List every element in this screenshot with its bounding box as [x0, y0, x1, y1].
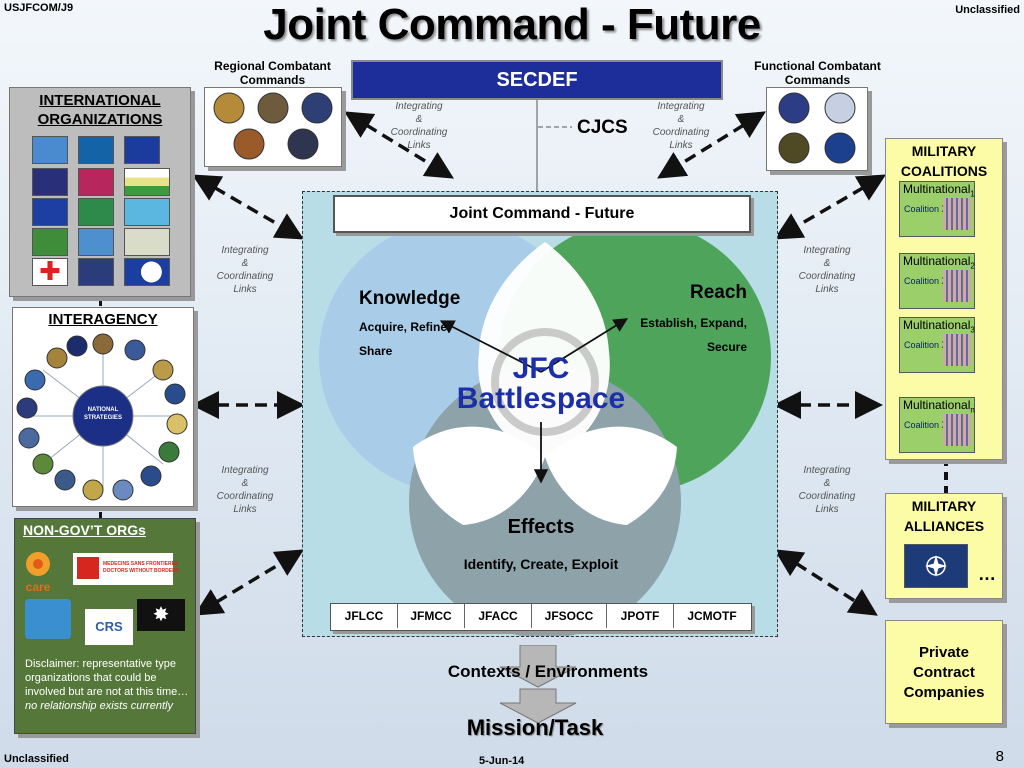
- integrating-label: Integrating & Coordinating Links: [652, 101, 710, 151]
- reach-title: Reach: [689, 282, 747, 303]
- military-coalitions-panel: MILITARY COALITIONS Multinational1 Coali…: [885, 138, 1003, 460]
- component-jfsocc: JFSOCC: [532, 604, 607, 628]
- flag-icon: [124, 198, 170, 226]
- integrating-label: Integrating & Coordinating Links: [216, 465, 274, 515]
- mission-label: Mission/Task: [466, 715, 604, 740]
- red-cross-icon: ✚: [32, 258, 68, 286]
- interagency-title: INTERAGENCY: [48, 311, 158, 328]
- regional-commands-seals: [204, 87, 342, 167]
- component-jfmcc: JFMCC: [398, 604, 465, 628]
- care-logo: care: [21, 549, 55, 594]
- integrating-label: Integrating & Coordinating Links: [390, 101, 448, 151]
- integrating-label: Integrating & Coordinating Links: [798, 465, 856, 515]
- agency-seals: [16, 333, 188, 501]
- knowledge-sub1: Acquire, Refine,: [359, 320, 451, 334]
- flag-icon: [78, 258, 114, 286]
- battlespace-title: Battlespace: [456, 382, 626, 415]
- integrating-label: Integrating & Coordinating Links: [798, 245, 856, 295]
- flag-icon: [124, 136, 160, 164]
- alliances-more: …: [978, 564, 996, 584]
- component-jcmotf: JCMOTF: [687, 609, 737, 623]
- reach-sub2: Secure: [706, 340, 747, 354]
- national-strategies-hub: NATIONAL STRATEGIES: [84, 407, 122, 421]
- military-alliances-panel: MILITARY ALLIANCES …: [885, 493, 1003, 599]
- footer-date: 5-Jun-14: [479, 755, 525, 767]
- joint-command-title: Joint Command - Future: [333, 195, 751, 233]
- header-org: USJFCOM/J9: [4, 2, 74, 14]
- private-contract-companies-panel: Private Contract Companies: [885, 620, 1003, 724]
- ngo-logo: [25, 599, 71, 639]
- coalition-card: Multinational3 Coalition X: [899, 317, 975, 373]
- flag-icon: [78, 136, 114, 164]
- knowledge-sub2: Share: [359, 344, 393, 358]
- nato-flag-icon: [904, 544, 968, 588]
- flag-icon: [32, 136, 68, 164]
- international-organizations-title: INTERNATIONAL ORGANIZATIONS: [37, 92, 163, 128]
- coalition-card: Multinational2 Coalition X: [899, 253, 975, 309]
- component-jfacc: JFACC: [465, 604, 532, 628]
- international-organizations-panel: INTERNATIONAL ORGANIZATIONS ✚: [9, 87, 191, 297]
- venn-diagram: [319, 221, 771, 636]
- header-classification: Unclassified: [955, 4, 1020, 16]
- slide-title: Joint Command - Future: [263, 0, 761, 49]
- joint-command-panel: Joint Command - Future Knowledge Acquire…: [302, 191, 778, 637]
- integrating-label: Integrating & Coordinating Links: [216, 245, 274, 295]
- functional-commands-title: Functional Combatant Commands: [754, 59, 881, 87]
- star-logo-icon: ✸: [137, 599, 185, 631]
- knowledge-title: Knowledge: [359, 288, 461, 309]
- jfc-label: JFC Battlespace: [423, 354, 659, 414]
- ngo-panel: NON-GOV’T ORGs care MEDECINS SANS FRONTI…: [14, 518, 196, 734]
- footer-classification: Unclassified: [4, 753, 69, 765]
- coalition-card: Multinational1 Coalition X: [899, 181, 975, 237]
- flag-icon: [124, 258, 170, 286]
- reach-sub1: Establish, Expand,: [640, 316, 747, 330]
- coalition-card: Multinationaln Coalition X: [899, 397, 975, 453]
- jfc-title: JFC: [512, 352, 570, 385]
- military-alliances-title: MILITARY ALLIANCES: [903, 498, 985, 534]
- component-commands-bar: JFLCC JFMCC JFACC JFSOCC JPOTF JCMOTF: [330, 603, 752, 631]
- flag-icon: [124, 228, 170, 256]
- flag-icon: [78, 198, 114, 226]
- regional-commands-title: Regional Combatant Commands: [214, 59, 331, 87]
- functional-commands-seals: [766, 87, 868, 171]
- component-jflcc: JFLCC: [331, 604, 398, 628]
- ngo-disclaimer: Disclaimer: representative type organiza…: [25, 658, 189, 712]
- msf-logo: MEDECINS SANS FRONTIERES DOCTORS WITHOUT…: [73, 553, 179, 585]
- page-number: 8: [995, 748, 1004, 765]
- ngo-title: NON-GOV’T ORGs: [23, 522, 146, 538]
- component-jpotf: JPOTF: [607, 604, 674, 628]
- effects-sub: Identify, Create, Exploit: [463, 556, 619, 572]
- secdef-box: SECDEF: [351, 60, 723, 100]
- flag-icon: [32, 228, 68, 256]
- flag-icon: [32, 198, 68, 226]
- flag-icon: [78, 168, 114, 196]
- cjcs-label: CJCS: [577, 117, 628, 138]
- flow-arrows: [499, 645, 577, 724]
- flag-icon: [124, 168, 170, 196]
- flag-icon: [78, 228, 114, 256]
- interagency-panel: INTERAGENCY NATIONAL STRATEGIES: [12, 307, 194, 507]
- contexts-label: Contexts / Environments: [447, 662, 649, 681]
- military-coalitions-title: MILITARY COALITIONS: [900, 143, 988, 179]
- flag-icon: [32, 168, 68, 196]
- effects-title: Effects: [507, 516, 575, 538]
- crs-logo: CRS: [85, 609, 133, 645]
- private-contract-title: Private Contract Companies: [903, 644, 985, 701]
